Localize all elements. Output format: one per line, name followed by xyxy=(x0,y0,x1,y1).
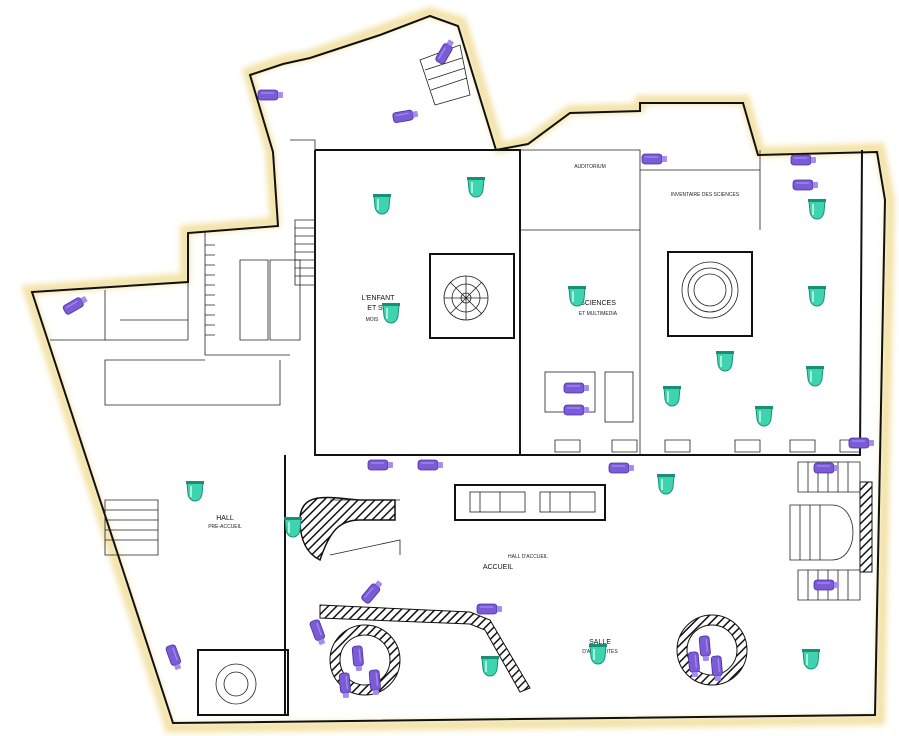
label-hall-1: HALL xyxy=(216,515,234,522)
speaker-icon xyxy=(657,474,675,495)
building-outline xyxy=(30,14,887,725)
projector-icon xyxy=(790,154,816,166)
counter-bar xyxy=(329,499,401,556)
projector-icon xyxy=(792,179,818,191)
projector-icon xyxy=(813,462,839,474)
projector-icon xyxy=(476,603,502,615)
speaker-icon xyxy=(186,481,204,502)
stairs-west xyxy=(104,499,159,556)
projector-icon xyxy=(435,39,454,65)
speaker-icon xyxy=(382,303,400,324)
projector-icon xyxy=(309,619,325,645)
upper-walls xyxy=(50,139,761,455)
label-salle-1: SALLE xyxy=(589,639,611,646)
projector-icon xyxy=(367,459,393,471)
projector-icon xyxy=(848,437,874,449)
speaker-icon xyxy=(808,199,826,220)
salle-partition xyxy=(319,604,531,693)
speaker-icon xyxy=(802,649,820,670)
curved-counter xyxy=(299,496,396,562)
speaker-icon xyxy=(808,286,826,307)
stairs-north xyxy=(294,44,471,286)
label-enfant-1: L'ENFANT xyxy=(362,295,396,302)
label-hall-2: PRE-ACCUEIL xyxy=(208,524,242,530)
speaker-icon xyxy=(284,517,302,538)
projector-icon xyxy=(563,382,589,394)
label-sciences-2: ET MULTIMEDIA xyxy=(579,311,618,317)
projector-icon xyxy=(698,635,711,662)
speaker-layer xyxy=(186,177,826,677)
speaker-icon xyxy=(568,286,586,307)
projector-icon xyxy=(361,580,383,604)
label-auditorium: AUDITORIUM xyxy=(574,164,606,170)
speaker-icon xyxy=(373,194,391,215)
projector-icon xyxy=(608,462,634,474)
projector-icon xyxy=(368,669,381,696)
projector-icon xyxy=(687,651,700,678)
projector-icon xyxy=(813,579,839,591)
speaker-icon xyxy=(663,386,681,407)
label-enfant-3: MOIS xyxy=(366,317,379,323)
label-inventaire: INVENTAIRE DES SCIENCES xyxy=(671,192,740,198)
projector-icon xyxy=(417,459,443,471)
reception-counter xyxy=(454,484,606,521)
speaker-icon xyxy=(467,177,485,198)
stairs-east xyxy=(789,461,873,601)
stairs-south xyxy=(197,614,748,716)
label-enfant-2: ET S xyxy=(367,305,383,312)
projector-icon xyxy=(257,89,283,101)
projector-icon xyxy=(62,296,88,315)
projector-icon xyxy=(641,153,667,165)
label-sciences-1: SCIENCES xyxy=(580,300,616,307)
label-hall-accueil: HALL D'ACCUEIL xyxy=(508,554,548,560)
building-halo xyxy=(21,6,896,734)
speaker-icon xyxy=(589,644,607,665)
spiral-stair-center xyxy=(429,253,515,339)
projector-icon xyxy=(710,655,723,682)
projector-icon xyxy=(563,404,589,416)
spiral-stair-east xyxy=(667,251,753,337)
toilet-block xyxy=(205,244,301,341)
projector-icon xyxy=(165,644,181,670)
projector-layer xyxy=(62,39,874,699)
projector-icon xyxy=(392,109,419,123)
speaker-icon xyxy=(481,656,499,677)
projector-icon xyxy=(338,672,351,699)
projector-icon xyxy=(351,645,364,672)
speaker-icon xyxy=(806,366,824,387)
speaker-icon xyxy=(755,406,773,427)
label-accueil: ACCUEIL xyxy=(483,564,513,571)
speaker-icon xyxy=(716,351,734,372)
